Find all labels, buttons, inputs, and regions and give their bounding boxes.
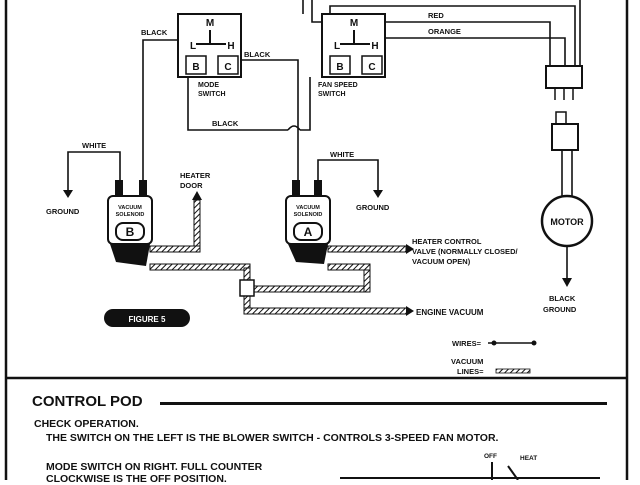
engine-vacuum-label: ENGINE VACUUM [416, 308, 484, 317]
motor-label: MOTOR [550, 217, 584, 227]
vacuum-solenoid-a: VACUUM SOLENOID A [285, 180, 331, 264]
mode-switch-caption-2: SWITCH [198, 91, 226, 98]
electrical-wires [67, 0, 581, 280]
instruction-line: CHECK OPERATION. [34, 418, 139, 430]
solenoid-a-label-2: SOLENOID [294, 212, 323, 218]
ground-arrows [63, 190, 572, 287]
harness-connector-bottom [551, 111, 579, 151]
solenoid-b-label: VACUUM [118, 205, 142, 211]
fan-switch-m-terminal: M [350, 18, 358, 29]
wire-label-red: RED [428, 11, 444, 20]
page-frame [4, 0, 629, 480]
heading-rule [160, 402, 607, 405]
vacuum-solenoid-b: VACUUM SOLENOID B [107, 180, 153, 266]
solenoid-a-label: VACUUM [296, 205, 320, 211]
mode-switch-m-terminal: M [206, 18, 214, 29]
legend: WIRES= VACUUM LINES= [451, 339, 537, 376]
wire-label-black: BLACK [141, 28, 168, 37]
ground-label: GROUND [46, 207, 80, 216]
vacuum-arrows [406, 244, 414, 316]
mode-switch-l-terminal: L [190, 41, 196, 52]
control-pod-heading: CONTROL POD [32, 393, 143, 410]
vacuum-tee-fitting [239, 279, 255, 297]
fan-switch-caption: FAN SPEED [318, 82, 358, 89]
instruction-line: THE SWITCH ON THE LEFT IS THE BLOWER SWI… [46, 432, 499, 444]
solenoid-b-label-2: SOLENOID [116, 212, 145, 218]
legend-vacuum-label-2: LINES= [457, 367, 484, 376]
mode-switch: M L H B C MODE SWITCH [177, 13, 242, 98]
figure-badge: FIGURE 5 [104, 309, 190, 327]
dial-heat-label: HEAT [520, 455, 537, 462]
instruction-line: MODE SWITCH ON RIGHT. FULL COUNTER [46, 461, 263, 473]
wire-label-orange: ORANGE [428, 27, 461, 36]
heater-valve-label: HEATER CONTROL [412, 237, 482, 246]
vacuum-lines [149, 199, 409, 315]
ground-label: GROUND [356, 203, 390, 212]
mode-switch-b-terminal: B [192, 62, 199, 73]
figure-badge-text: FIGURE 5 [129, 315, 166, 324]
wire-label-black: BLACK [212, 119, 239, 128]
heater-valve-label-3: VACUUM OPEN) [412, 257, 471, 266]
mode-switch-c-terminal: C [224, 62, 231, 73]
mode-switch-h-terminal: H [227, 41, 234, 52]
fan-switch-caption-2: SWITCH [318, 91, 346, 98]
heater-door-label: HEATER [180, 171, 211, 180]
legend-vacuum-label: VACUUM [451, 357, 483, 366]
motor-ground-label-2: GROUND [543, 305, 577, 314]
dial-off-label: OFF [484, 453, 497, 460]
blower-motor: MOTOR [540, 194, 594, 248]
heater-door-label-2: DOOR [180, 181, 203, 190]
solenoid-a-letter: A [304, 225, 313, 239]
fan-switch-l-terminal: L [334, 41, 340, 52]
wire-label-black: BLACK [244, 50, 271, 59]
mode-dial-diagram: OFF HEAT [340, 453, 600, 480]
fan-switch-h-terminal: H [371, 41, 378, 52]
mode-switch-caption: MODE [198, 82, 219, 89]
fan-switch-b-terminal: B [336, 62, 343, 73]
wire-labels: BLACK BLACK BLACK RED ORANGE WHITE WHITE [82, 11, 461, 159]
solenoid-b-letter: B [126, 225, 135, 239]
instruction-line: CLOCKWISE IS THE OFF POSITION. [46, 473, 227, 485]
heater-valve-label-2: VALVE (NORMALLY CLOSED/ [412, 247, 518, 256]
motor-ground-label: BLACK [549, 294, 576, 303]
fan-speed-switch: M L H B C FAN SPEED SWITCH [318, 13, 386, 98]
fan-switch-c-terminal: C [368, 62, 375, 73]
harness-connector-top [545, 65, 583, 100]
legend-wires-label: WIRES= [452, 339, 482, 348]
wire-label-white: WHITE [330, 150, 354, 159]
wire-label-white: WHITE [82, 141, 106, 150]
